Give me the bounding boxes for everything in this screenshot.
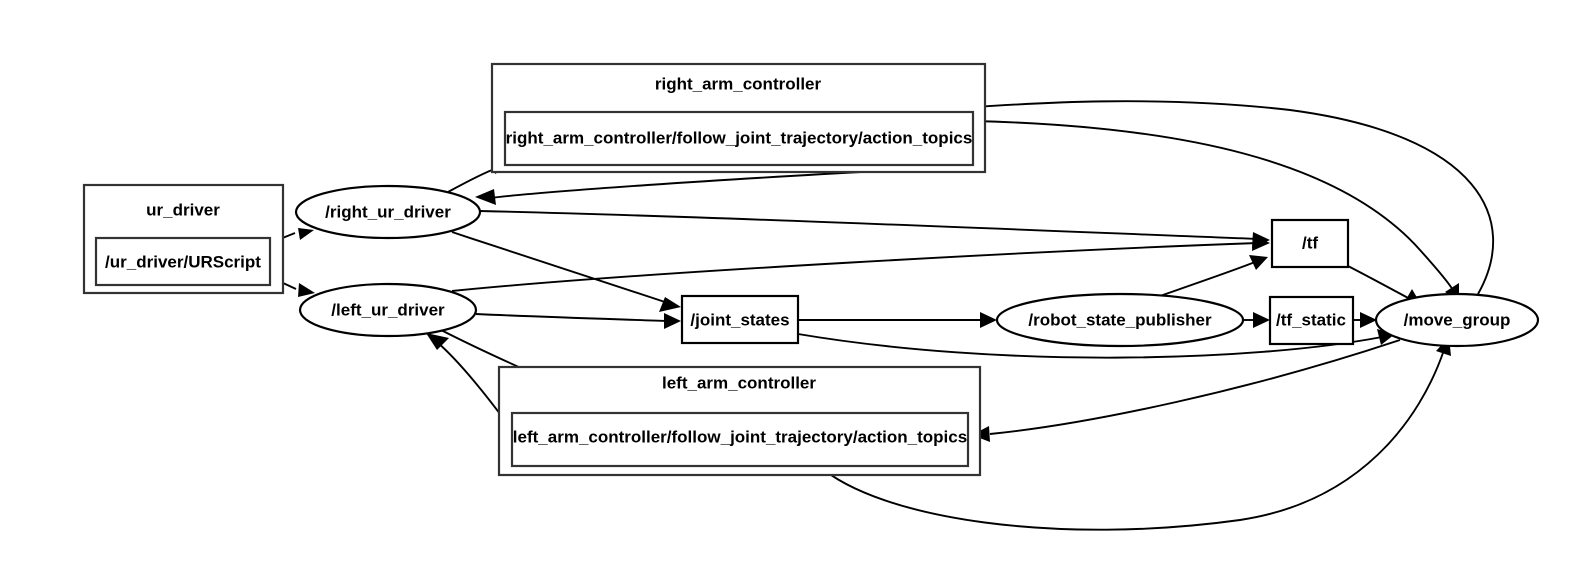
edge-move-group-to-right-action-topics	[944, 100, 1495, 295]
edge-right-ur-driver-to-joint-states	[451, 231, 681, 312]
node-tf[interactable]: /tf	[1270, 218, 1350, 269]
edge-left-ur-driver-to-joint-states	[475, 313, 681, 329]
edge-right-action-topics-to-move-group	[972, 120, 1459, 302]
cluster-ur-driver-label: ur_driver	[146, 200, 220, 219]
node-right-ur-driver-label: /right_ur_driver	[325, 202, 451, 221]
node-joint-states-box[interactable]	[680, 294, 800, 345]
edge-tf-static-to-move-group	[1353, 312, 1377, 328]
edge-joint-states-to-robot-state-publisher	[798, 312, 997, 328]
edge-right-ur-driver-to-tf	[479, 210, 1270, 248]
node-tf-static-label: /tf_static	[1276, 310, 1346, 329]
node-right-action-topics-box[interactable]	[503, 110, 975, 167]
node-left-ur-driver[interactable]: /left_ur_driver	[298, 282, 478, 338]
node-tf-label: /tf	[1302, 233, 1318, 252]
node-move-group-label: /move_group	[1404, 310, 1511, 329]
edge-robot-state-publisher-to-tf-static	[1243, 312, 1270, 328]
node-joint-states[interactable]: /joint_states	[680, 294, 800, 345]
node-left-action-topics-box[interactable]	[510, 411, 970, 468]
node-ur-driver-urscript-label: /ur_driver/URScript	[105, 252, 261, 271]
node-tf-box[interactable]	[1270, 218, 1350, 269]
node-left-ur-driver-ellipse[interactable]	[298, 282, 478, 338]
node-left-ur-driver-label: /left_ur_driver	[331, 300, 445, 319]
node-move-group[interactable]: /move_group	[1374, 292, 1540, 348]
node-left-action-topics-label: left_arm_controller/follow_joint_traject…	[513, 427, 967, 446]
node-ur-driver-urscript-box[interactable]	[94, 236, 272, 287]
node-move-group-ellipse[interactable]	[1374, 292, 1540, 348]
node-right-ur-driver-ellipse[interactable]	[294, 184, 482, 240]
cluster-right-arm-controller-label: right_arm_controller	[655, 74, 822, 93]
edge-move-group-to-left-action-topics	[972, 339, 1401, 442]
node-tf-static[interactable]: /tf_static	[1268, 295, 1355, 346]
node-joint-states-label: /joint_states	[690, 310, 789, 329]
cluster-right-arm-controller[interactable]: right_arm_controller right_arm_controlle…	[490, 62, 987, 174]
node-right-ur-driver[interactable]: /right_ur_driver	[294, 184, 482, 240]
cluster-ur-driver[interactable]: ur_driver /ur_driver/URScript	[82, 183, 285, 295]
node-right-action-topics-label: right_arm_controller/follow_joint_trajec…	[506, 128, 973, 147]
edge-robot-state-publisher-to-tf	[1156, 255, 1268, 298]
node-robot-state-publisher-ellipse[interactable]	[995, 292, 1245, 348]
node-tf-static-box[interactable]	[1268, 295, 1355, 346]
edge-left-ur-driver-to-tf	[451, 235, 1270, 292]
node-robot-state-publisher[interactable]: /robot_state_publisher	[995, 292, 1245, 348]
cluster-left-arm-controller-label: left_arm_controller	[662, 373, 816, 392]
cluster-left-arm-controller[interactable]: left_arm_controller left_arm_controller/…	[497, 365, 982, 477]
node-robot-state-publisher-label: /robot_state_publisher	[1028, 310, 1212, 329]
